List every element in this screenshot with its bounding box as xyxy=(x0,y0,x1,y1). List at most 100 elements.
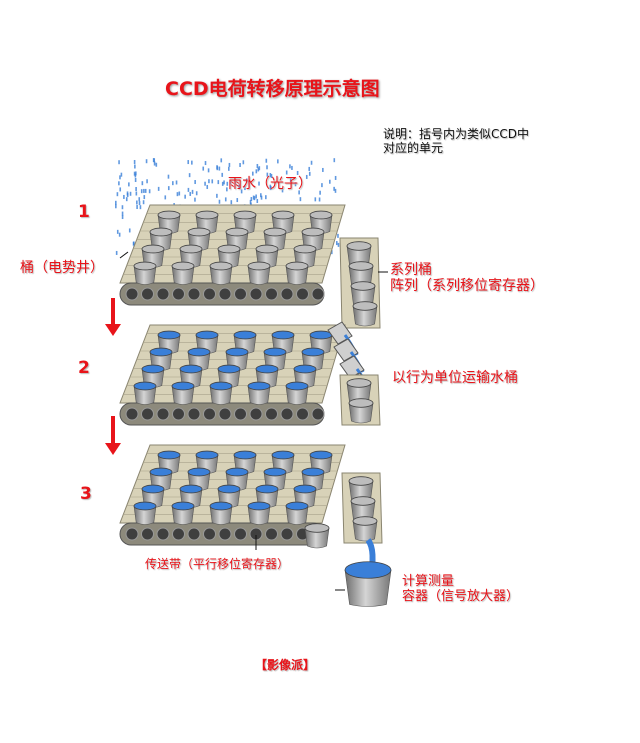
belt-roller xyxy=(265,287,278,301)
rain-drop xyxy=(118,181,120,186)
rain-drop xyxy=(176,192,179,197)
bucket-body xyxy=(285,265,309,285)
belt-roller xyxy=(265,407,278,421)
rain-drop xyxy=(172,181,174,186)
bucket xyxy=(209,381,233,405)
watermark: 【影像派】 xyxy=(255,658,316,672)
bucket xyxy=(285,381,309,405)
bucket xyxy=(171,261,195,285)
belt-roller xyxy=(141,287,154,301)
bucket-body xyxy=(133,385,157,405)
rain-drop xyxy=(270,174,273,179)
step-number-1: 1 xyxy=(78,202,90,222)
rain-drop xyxy=(337,233,339,238)
belt-roller xyxy=(280,287,294,301)
rain-drop xyxy=(266,172,269,177)
rain-drop xyxy=(333,186,335,191)
bucket-rim xyxy=(263,227,287,237)
down-arrow-2 xyxy=(105,416,121,455)
bucket-rim xyxy=(271,210,295,220)
label-belt: 传送带（平行移位寄存器） xyxy=(145,557,290,571)
bucket-rim xyxy=(209,261,233,271)
rain-drop xyxy=(115,204,117,209)
serial-bucket xyxy=(352,301,378,327)
rain-drop xyxy=(116,192,119,197)
rain-drop xyxy=(118,160,120,165)
bucket-rim xyxy=(233,210,257,220)
rain-drop xyxy=(128,182,130,187)
rain-drop xyxy=(252,195,255,200)
rain-drop xyxy=(204,161,207,166)
bucket xyxy=(247,261,271,285)
rain-drop xyxy=(257,167,260,172)
bucket-rim xyxy=(255,244,279,254)
rain-drop xyxy=(167,174,170,179)
rain-drop xyxy=(121,215,124,220)
step-number-3: 3 xyxy=(80,484,92,504)
belt-roller xyxy=(125,407,139,421)
bucket-body xyxy=(209,385,233,405)
bucket-rim xyxy=(346,241,372,251)
rain-drop xyxy=(329,179,331,184)
rain-drop xyxy=(270,186,272,191)
bucket-rim xyxy=(348,261,374,271)
rain-drop xyxy=(220,158,223,163)
rain-drop xyxy=(305,174,308,179)
bucket-rim xyxy=(285,381,309,391)
belt-roller xyxy=(234,407,247,421)
rain-drop xyxy=(239,162,241,167)
bucket-rim xyxy=(309,450,333,460)
bucket-rim xyxy=(346,378,372,388)
rain-drop xyxy=(141,181,144,186)
belt-roller xyxy=(296,287,309,301)
rain-drop xyxy=(206,184,209,189)
rain-drop xyxy=(234,180,237,185)
rain-drop xyxy=(337,242,340,247)
belt-roller xyxy=(296,407,309,421)
rain-drop xyxy=(123,194,125,199)
rain-drop xyxy=(330,250,333,255)
bucket-rim xyxy=(179,244,203,254)
bucket xyxy=(171,381,195,405)
belt-roller xyxy=(311,287,325,301)
rain-drop xyxy=(134,164,136,169)
bucket-rim xyxy=(247,261,271,271)
serial-bucket xyxy=(348,476,374,502)
bucket-rim xyxy=(271,330,295,340)
rain-drop xyxy=(175,180,178,185)
rain-drop xyxy=(167,186,170,191)
arrow-head xyxy=(105,324,121,336)
bucket xyxy=(133,501,157,525)
rain-drop xyxy=(242,160,245,165)
rain-drop xyxy=(226,181,229,186)
rain-drop xyxy=(265,158,268,163)
rain-drop xyxy=(258,166,261,171)
bucket-body xyxy=(352,305,378,327)
rain-drop xyxy=(265,195,267,200)
belt-roller xyxy=(172,527,185,541)
bucket-rim xyxy=(225,467,249,477)
rain-drop xyxy=(119,175,121,180)
rain-drop xyxy=(319,190,321,195)
bucket-body xyxy=(133,505,157,525)
rain-drop xyxy=(135,186,137,191)
note-text: 说明：括号内为类似CCD中 对应的单元 xyxy=(383,127,529,155)
rain-drop xyxy=(229,180,232,185)
bucket-rim xyxy=(309,210,333,220)
belt-roller xyxy=(187,287,201,301)
label-bucket: 桶（电势井） xyxy=(20,260,104,276)
rain-drop xyxy=(194,180,196,185)
bucket-rim xyxy=(195,450,219,460)
rain-drop xyxy=(308,171,311,176)
rain-drop xyxy=(296,170,299,175)
bucket-rim xyxy=(133,381,157,391)
bucket-rim xyxy=(149,467,173,477)
rain-drop xyxy=(221,172,224,177)
bucket-rim xyxy=(247,381,271,391)
bucket-rim xyxy=(141,484,165,494)
bucket-rim xyxy=(209,501,233,511)
bucket-rim xyxy=(255,484,279,494)
bucket-rim xyxy=(301,227,325,237)
down-arrow-1 xyxy=(105,298,121,336)
rain-drop xyxy=(224,197,227,202)
